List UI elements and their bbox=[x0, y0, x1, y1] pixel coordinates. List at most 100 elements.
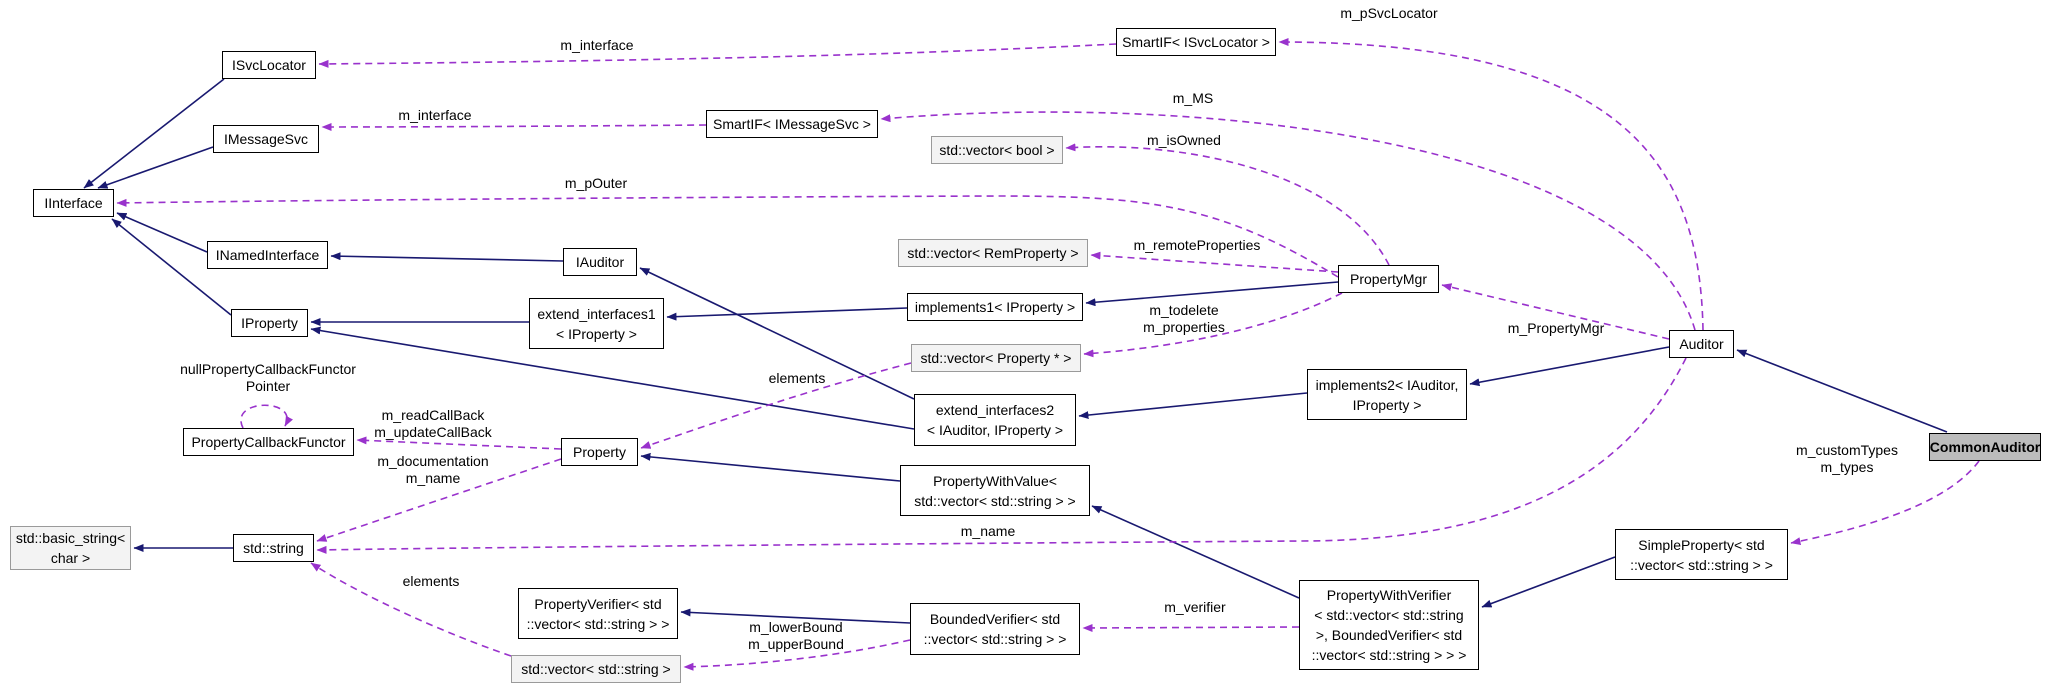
node-extend_interfaces1[interactable]: extend_interfaces1< IProperty > bbox=[529, 298, 664, 349]
node-label: std::basic_string< bbox=[15, 530, 126, 546]
node-PropertyCallbackFunctor[interactable]: PropertyCallbackFunctor bbox=[183, 428, 354, 456]
node-PropertyMgr[interactable]: PropertyMgr bbox=[1338, 265, 1439, 293]
node-std_basic_string: std::basic_string<char > bbox=[10, 526, 131, 570]
node-label: IProperty > bbox=[1352, 396, 1422, 413]
node-vector_bool: std::vector< bool > bbox=[931, 136, 1063, 164]
node-CommonAuditor: CommonAuditor bbox=[1929, 433, 2041, 461]
node-IInterface[interactable]: IInterface bbox=[33, 189, 114, 217]
node-label: >, BoundedVerifier< std bbox=[1315, 627, 1463, 643]
edge-label-elements: elements bbox=[769, 370, 826, 386]
edge-PropertyMgr-to-implements1 bbox=[1085, 281, 1339, 307]
edge-IProperty-to-IInterface bbox=[111, 218, 232, 316]
edge-BoundedVerifier-to-vector_string bbox=[683, 639, 911, 671]
edge-Property-to-PropertyCallbackFunctor bbox=[356, 436, 562, 450]
node-Auditor[interactable]: Auditor bbox=[1669, 330, 1734, 358]
edge-Auditor-to-PropertyMgr bbox=[1441, 283, 1670, 340]
edge-Auditor-to-SmartIF_IMessageSvc bbox=[880, 111, 1696, 331]
node-SmartIF_IMessageSvc[interactable]: SmartIF< IMessageSvc > bbox=[706, 110, 878, 138]
edge-extend_interfaces2-to-IAuditor bbox=[639, 267, 915, 400]
node-extend_interfaces2[interactable]: extend_interfaces2< IAuditor, IProperty … bbox=[914, 394, 1076, 446]
node-label: extend_interfaces1 bbox=[537, 305, 656, 322]
edge-label-m_interface: m_interface bbox=[560, 37, 633, 53]
node-label: PropertyMgr bbox=[1349, 271, 1428, 287]
node-label: ISvcLocator bbox=[232, 57, 306, 73]
node-label: INamedInterface bbox=[215, 247, 320, 263]
node-label: std::vector< bool > bbox=[939, 142, 1055, 158]
node-label: Auditor bbox=[1679, 336, 1724, 352]
node-label: Property bbox=[573, 444, 626, 460]
edge-label-m_readCallBack: m_readCallBack bbox=[382, 407, 486, 423]
edge-CommonAuditor-to-SimpleProperty bbox=[1790, 460, 1980, 546]
edge-Auditor-to-implements2 bbox=[1469, 346, 1670, 387]
node-PropertyVerifier[interactable]: PropertyVerifier< std::vector< std::stri… bbox=[518, 588, 678, 639]
node-label: < std::vector< std::string bbox=[1314, 607, 1464, 623]
edge-vector_string-to-std_string bbox=[310, 562, 512, 657]
edge-IAuditor-to-INamedInterface bbox=[330, 252, 564, 262]
node-label: std::vector< std::string > > bbox=[914, 492, 1076, 509]
node-label: PropertyWithValue< bbox=[933, 472, 1057, 489]
node-label: implements2< IAuditor, bbox=[1315, 376, 1459, 393]
edge-Auditor-to-std_string bbox=[316, 357, 1687, 554]
edge-label-m_customTypes: m_types bbox=[1821, 459, 1874, 475]
edge-label-m_documentation: m_name bbox=[406, 470, 461, 486]
edge-PropertyWithValue-to-Property bbox=[640, 452, 901, 482]
node-ISvcLocator[interactable]: ISvcLocator bbox=[222, 51, 316, 79]
edge-SimpleProperty-to-PropertyWithVerifier bbox=[1481, 556, 1616, 608]
node-vector_RemProperty: std::vector< RemProperty > bbox=[898, 239, 1088, 267]
edge-BoundedVerifier-to-PropertyVerifier bbox=[680, 608, 911, 624]
edge-PropertyWithVerifier-to-PropertyWithValue bbox=[1091, 505, 1300, 599]
node-vector_string: std::vector< std::string > bbox=[511, 655, 681, 683]
node-label: SmartIF< ISvcLocator > bbox=[1122, 34, 1270, 50]
node-label: PropertyVerifier< std bbox=[534, 595, 662, 612]
node-label: std::vector< std::string > bbox=[521, 661, 671, 677]
node-implements1[interactable]: implements1< IProperty > bbox=[907, 293, 1083, 321]
edge-PropertyWithVerifier-to-BoundedVerifier bbox=[1082, 623, 1300, 632]
edge-implements2-to-extend_interfaces2 bbox=[1078, 392, 1308, 420]
edge-label-m_PropertyMgr: m_PropertyMgr bbox=[1508, 320, 1605, 336]
node-label: SmartIF< IMessageSvc > bbox=[713, 116, 871, 132]
node-label: ::vector< std::string > > > bbox=[1311, 647, 1467, 663]
node-INamedInterface[interactable]: INamedInterface bbox=[207, 241, 328, 269]
node-SmartIF_ISvcLocator[interactable]: SmartIF< ISvcLocator > bbox=[1116, 28, 1276, 56]
edge-label-m_todelete: m_properties bbox=[1143, 319, 1225, 335]
node-BoundedVerifier[interactable]: BoundedVerifier< std::vector< std::strin… bbox=[910, 603, 1080, 655]
node-label: PropertyWithVerifier bbox=[1326, 587, 1452, 603]
edge-label-m_pSvcLocator: m_pSvcLocator bbox=[1340, 5, 1438, 21]
node-PropertyWithValue[interactable]: PropertyWithValue<std::vector< std::stri… bbox=[900, 465, 1090, 516]
node-label: PropertyCallbackFunctor bbox=[191, 434, 346, 450]
edge-label-m_isOwned: m_isOwned bbox=[1147, 132, 1221, 148]
node-label: CommonAuditor bbox=[1929, 439, 2041, 455]
node-label: ::vector< std::string > > bbox=[923, 631, 1067, 647]
edge-SmartIF_ISvcLocator-to-ISvcLocator bbox=[318, 43, 1117, 68]
edge-label-m_todelete: m_todelete bbox=[1149, 302, 1218, 318]
node-std_string[interactable]: std::string bbox=[233, 534, 314, 562]
node-label: BoundedVerifier< std bbox=[929, 611, 1061, 627]
node-label: IAuditor bbox=[575, 254, 625, 270]
node-IProperty[interactable]: IProperty bbox=[231, 309, 308, 337]
node-label: std::string bbox=[243, 540, 304, 556]
edge-PropertyMgr-to-vector_RemProperty bbox=[1090, 251, 1339, 273]
edge-label-m_verifier: m_verifier bbox=[1164, 599, 1226, 615]
edge-label-m_documentation: m_documentation bbox=[377, 453, 488, 469]
edge-implements1-to-extend_interfaces1 bbox=[666, 307, 908, 321]
node-SimpleProperty[interactable]: SimpleProperty< std::vector< std::string… bbox=[1615, 529, 1788, 580]
edge-CommonAuditor-to-Auditor bbox=[1736, 349, 1948, 433]
node-label: ::vector< std::string > > bbox=[1630, 556, 1773, 573]
node-IMessageSvc[interactable]: IMessageSvc bbox=[213, 125, 319, 153]
edge-label-m_pOuter: m_pOuter bbox=[565, 175, 628, 191]
edge-label-m_name: m_name bbox=[961, 523, 1016, 539]
edge-label-m_lowerBound: m_upperBound bbox=[748, 636, 844, 652]
node-label: implements1< IProperty > bbox=[914, 299, 1076, 315]
node-label: char > bbox=[50, 550, 91, 566]
edge-label-nullPropertyCallbackFunctor: Pointer bbox=[246, 378, 291, 394]
edge-label-m_MS: m_MS bbox=[1173, 90, 1213, 106]
node-label: < IAuditor, IProperty > bbox=[926, 422, 1064, 438]
node-Property[interactable]: Property bbox=[561, 438, 638, 466]
edge-PropertyCallbackFunctor-to-PropertyCallbackFunctor bbox=[240, 404, 293, 429]
node-PropertyWithVerifier[interactable]: PropertyWithVerifier< std::vector< std::… bbox=[1299, 580, 1479, 670]
node-IAuditor[interactable]: IAuditor bbox=[563, 248, 637, 276]
edge-Auditor-to-SmartIF_ISvcLocator bbox=[1278, 38, 1704, 331]
node-implements2[interactable]: implements2< IAuditor, IProperty > bbox=[1307, 369, 1467, 420]
node-label: std::vector< RemProperty > bbox=[907, 245, 1079, 261]
node-label: IMessageSvc bbox=[223, 131, 309, 147]
